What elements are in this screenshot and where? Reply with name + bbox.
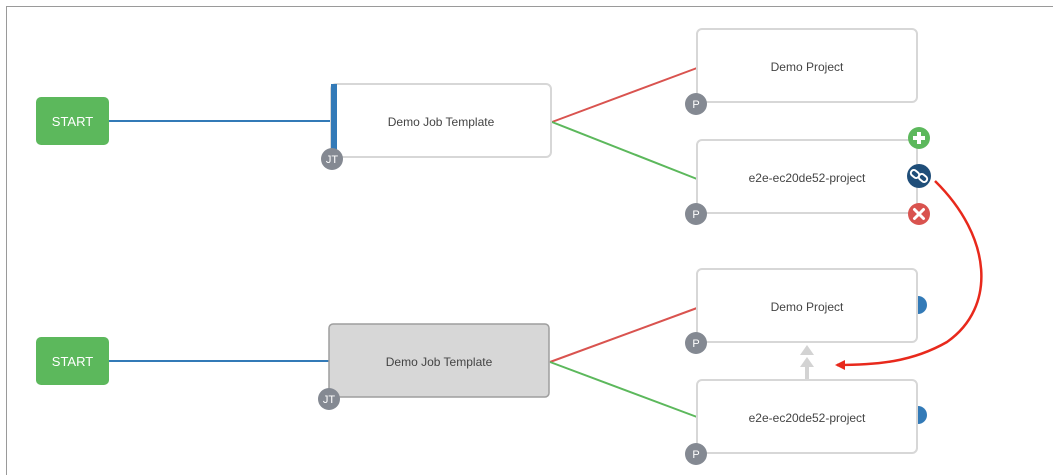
link-success-to-e2e-project[interactable] (549, 361, 698, 418)
start-node[interactable]: START (36, 337, 109, 385)
link-success-to-e2e-project[interactable] (551, 121, 698, 180)
e2e-project-label: e2e-ec20de52-project (749, 171, 866, 185)
svg-text:P: P (692, 449, 699, 461)
project-node[interactable]: Demo Project (696, 28, 918, 103)
start-label: START (52, 354, 93, 369)
project-node[interactable]: Demo Project (696, 268, 918, 343)
link-target-indicator (918, 296, 927, 314)
e2e-project-badge: P (685, 443, 707, 465)
link-failure-to-demo-project[interactable] (549, 307, 698, 363)
link-failure-to-demo-project[interactable] (551, 67, 698, 123)
job-template-node[interactable]: Demo Job Template (330, 83, 552, 158)
workflow-canvas-frame: START Demo Job Template JT Demo Project … (6, 6, 1053, 475)
link-node-button[interactable] (907, 164, 931, 188)
project-badge: P (685, 332, 707, 354)
workflow-graph: START Demo Job Template JT Demo Project … (36, 28, 983, 465)
job-template-label: Demo Job Template (386, 355, 493, 369)
job-template-node[interactable]: Demo Job Template (328, 323, 550, 398)
annotation-arrow (835, 180, 983, 370)
start-label: START (52, 114, 93, 129)
job-template-label: Demo Job Template (388, 115, 495, 129)
plus-icon (913, 132, 925, 144)
svg-text:JT: JT (326, 154, 339, 166)
project-badge: P (685, 93, 707, 115)
svg-text:JT: JT (323, 394, 336, 406)
project-label: Demo Project (771, 60, 844, 74)
selected-indicator-bar (331, 84, 337, 157)
delete-node-button[interactable] (908, 203, 930, 225)
pending-link-arrow (800, 345, 814, 379)
link-icon (909, 169, 929, 183)
e2e-project-node[interactable]: e2e-ec20de52-project (696, 379, 918, 454)
svg-text:P: P (692, 99, 699, 111)
link-target-indicator (918, 406, 927, 424)
job-template-badge: JT (321, 148, 343, 170)
job-template-badge: JT (318, 388, 340, 410)
close-icon (913, 208, 925, 220)
start-node[interactable]: START (36, 97, 109, 145)
e2e-project-label: e2e-ec20de52-project (749, 411, 866, 425)
svg-text:P: P (692, 338, 699, 350)
svg-text:P: P (692, 209, 699, 221)
e2e-project-node[interactable]: e2e-ec20de52-project (696, 139, 918, 214)
e2e-project-badge: P (685, 203, 707, 225)
project-label: Demo Project (771, 300, 844, 314)
add-node-button[interactable] (908, 127, 930, 149)
